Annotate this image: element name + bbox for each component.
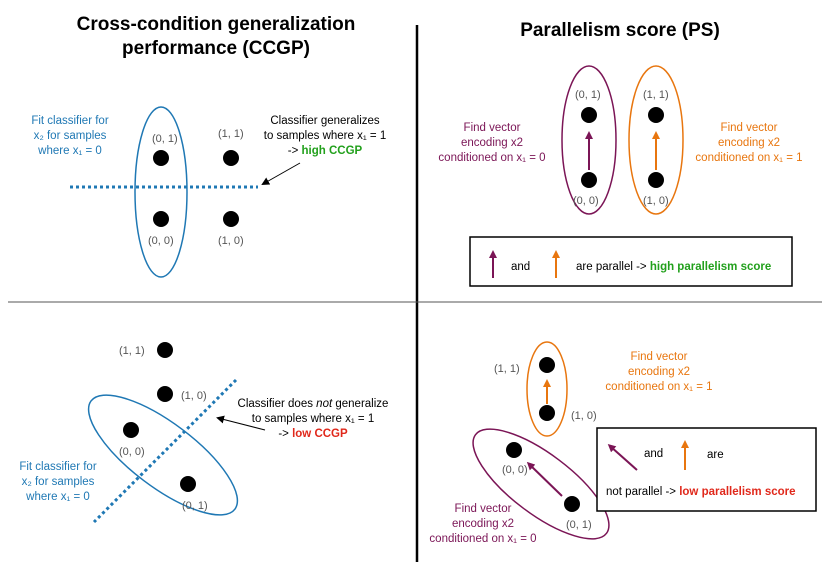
point-0-1: [180, 476, 196, 492]
label-0-1: (0, 1): [152, 133, 178, 145]
label-1-1: (1, 1): [494, 363, 520, 375]
point-0-1: [153, 150, 169, 166]
purple-ellipse: [561, 65, 617, 215]
ps-title: Parallelism score (PS): [520, 20, 720, 41]
find-vector-top-1: Find vector: [631, 351, 688, 363]
label-0-0: (0, 0): [573, 195, 599, 207]
panel-top-left: (0, 1) (1, 1) (0, 0) (1, 0) Fit classifi…: [31, 106, 386, 278]
box-and-text: and: [644, 448, 663, 460]
find-vector-left-3: conditioned on x₁ = 0: [438, 152, 545, 164]
point-1-0: [223, 211, 239, 227]
fit-classifier-text-3: where x₁ = 0: [25, 491, 90, 503]
ccgp-title-line2: performance (CCGP): [122, 38, 310, 59]
fit-classifier-text-3: where x₁ = 0: [37, 145, 102, 157]
find-vector-bottom-2: encoding x2: [452, 518, 514, 530]
panel-bottom-left: (1, 1) (1, 0) (0, 0) (0, 1) Fit classifi…: [19, 342, 389, 524]
panel-bottom-right: (1, 1) (1, 0) (0, 0) (0, 1) Find vector …: [429, 341, 817, 545]
fit-classifier-text-2: x₂ for samples: [22, 476, 95, 488]
fit-classifier-text-1: Fit classifier for: [31, 115, 108, 127]
label-0-1: (0, 1): [566, 519, 592, 531]
point-1-1: [223, 150, 239, 166]
classifier-ellipse: [134, 106, 188, 278]
orange-ellipse: [628, 65, 684, 215]
point-0-1: [581, 107, 597, 123]
not-generalize-text-1: Classifier does not generalize: [238, 398, 389, 410]
point-1-1: [648, 107, 664, 123]
find-vector-left-2: encoding x2: [461, 137, 523, 149]
box-parallel-text: are parallel -> high parallelism score: [576, 261, 771, 273]
label-1-0: (1, 0): [181, 390, 207, 402]
label-1-1: (1, 1): [643, 89, 669, 101]
purple-ellipse: [472, 428, 610, 540]
label-1-0: (1, 0): [571, 410, 597, 422]
label-0-1: (0, 1): [182, 500, 208, 512]
find-vector-bottom-3: conditioned on x₁ = 0: [429, 533, 536, 545]
label-1-0: (1, 0): [218, 235, 244, 247]
not-generalize-text-2: to samples where x₁ = 1: [252, 413, 374, 425]
find-vector-right-2: encoding x2: [718, 137, 780, 149]
point-0-1: [564, 496, 580, 512]
box-purple-arrow: [607, 444, 638, 471]
label-0-0: (0, 0): [148, 235, 174, 247]
label-0-1: (0, 1): [575, 89, 601, 101]
generalizes-text-2: to samples where x₁ = 1: [264, 130, 386, 142]
label-1-0: (1, 0): [643, 195, 669, 207]
generalizes-text-1: Classifier generalizes: [270, 115, 380, 127]
find-vector-top-3: conditioned on x₁ = 1: [605, 381, 712, 393]
parallel-box: [469, 236, 793, 287]
label-0-0: (0, 0): [119, 446, 145, 458]
find-vector-left-1: Find vector: [464, 122, 521, 134]
point-1-1: [157, 342, 173, 358]
point-0-0: [506, 442, 522, 458]
pointer-arrow: [261, 162, 301, 185]
point-1-0: [157, 386, 173, 402]
panel-top-right: (0, 1) (1, 1) (0, 0) (1, 0) Find vector …: [438, 65, 803, 287]
not-parallel-box: [596, 427, 817, 512]
box-not-parallel-text: not parallel -> low parallelism score: [606, 486, 796, 498]
point-1-0: [648, 172, 664, 188]
point-0-0: [581, 172, 597, 188]
fit-classifier-text-2: x₂ for samples: [34, 130, 107, 142]
generalizes-text-3: -> high CCGP: [288, 145, 363, 157]
point-0-0: [123, 422, 139, 438]
label-1-1: (1, 1): [218, 128, 244, 140]
box-and-text: and: [511, 261, 530, 273]
label-0-0: (0, 0): [502, 464, 528, 476]
point-0-0: [153, 211, 169, 227]
find-vector-bottom-1: Find vector: [455, 503, 512, 515]
point-1-1: [539, 357, 555, 373]
find-vector-top-2: encoding x2: [628, 366, 690, 378]
classifier-ellipse: [87, 394, 239, 516]
not-generalize-text-3: -> low CCGP: [278, 428, 348, 440]
find-vector-right-3: conditioned on x₁ = 1: [695, 152, 802, 164]
fit-classifier-text-1: Fit classifier for: [19, 461, 96, 473]
orange-ellipse: [526, 341, 568, 437]
find-vector-right-1: Find vector: [721, 122, 778, 134]
box-are-text: are: [707, 449, 724, 461]
point-1-0: [539, 405, 555, 421]
label-1-1: (1, 1): [119, 345, 145, 357]
pointer-arrow: [216, 415, 266, 431]
purple-vector: [526, 461, 563, 497]
ccgp-title-line1: Cross-condition generalization: [77, 14, 356, 35]
